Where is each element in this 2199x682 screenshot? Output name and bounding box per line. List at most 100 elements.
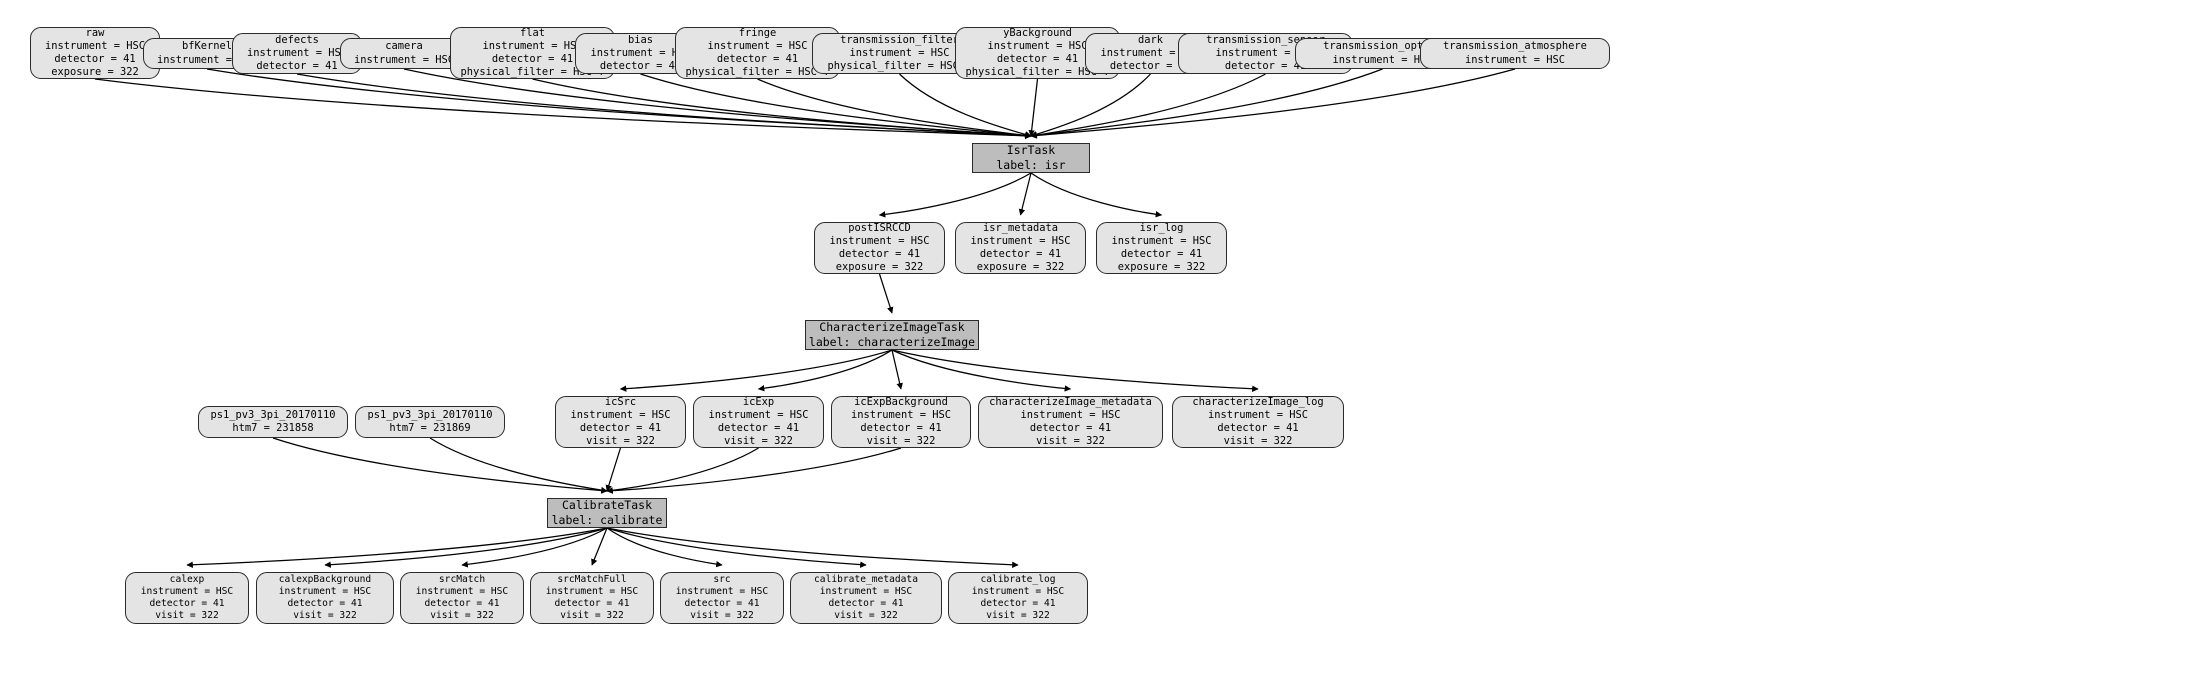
node-dimension: instrument = HSC xyxy=(849,46,950,59)
node-dimension: instrument = HSC xyxy=(246,46,348,59)
node-title: transmission_sensor xyxy=(1206,33,1325,46)
node-title: postISRCCD xyxy=(848,221,911,234)
node-title: defects xyxy=(275,33,319,46)
edge-CalibrateTask-to-src xyxy=(606,527,723,568)
node-dimension: visit = 322 xyxy=(155,610,219,622)
node-dimension: detector = 41 xyxy=(599,60,682,73)
node-dimension: instrument = HSC xyxy=(819,585,913,597)
node-dimension: instrument = HSC xyxy=(1020,408,1121,421)
node-dimension: physical_filter = HSC-Y xyxy=(685,66,830,79)
edge-CalibrateTask-to-srcMatchFull xyxy=(591,527,608,566)
node-title: calibrate_metadata xyxy=(814,573,918,585)
node-dimension: visit = 322 xyxy=(724,435,793,448)
edge-dark-to-IsrTask xyxy=(1030,73,1151,138)
node-title: srcMatchFull xyxy=(557,573,627,585)
edge-CharacterizeImageTask-to-icSrc xyxy=(619,349,893,392)
node-dimension: visit = 322 xyxy=(430,610,494,622)
node-dimension: instrument = HSC xyxy=(1100,46,1201,59)
edge-CalibrateTask-to-calibrate_log xyxy=(606,527,1019,569)
edge-defects-to-IsrTask xyxy=(296,73,1032,139)
edge-flat-to-IsrTask xyxy=(532,78,1032,139)
node-title: transmission_optics xyxy=(1323,40,1442,53)
node-title: dark xyxy=(1137,33,1164,46)
node-dimension: detector = 41 xyxy=(860,422,942,434)
node-dimension: detector = 41 xyxy=(980,598,1056,609)
node-dimension: instrument = HSC xyxy=(850,408,952,421)
node-dimension: instrument = HSC xyxy=(415,585,509,597)
node-dimension: visit = 322 xyxy=(560,610,624,622)
edge-bias-to-IsrTask xyxy=(640,73,1032,139)
edge-CalibrateTask-to-srcMatch xyxy=(461,527,608,568)
node-title: transmission_atmosphere xyxy=(1443,40,1587,53)
edge-icSrc-to-CalibrateTask xyxy=(605,447,622,492)
node-dimension: instrument = HSC xyxy=(353,53,455,66)
node-dimension: visit = 322 xyxy=(293,610,357,622)
node-dimension: instrument = HSC xyxy=(970,234,1071,247)
node-dimension: instrument = HSC xyxy=(675,585,769,597)
node-dimension: exposure = 322 xyxy=(51,66,139,79)
node-title: raw xyxy=(85,26,105,39)
node-dimension: instrument = HSC xyxy=(987,39,1088,52)
node-dimension: visit = 322 xyxy=(586,435,655,448)
node-title: ps1_pv3_3pi_20170110 xyxy=(210,408,336,421)
node-title: bfKernel xyxy=(181,40,233,53)
node-dimension: exposure = 322 xyxy=(1117,261,1206,274)
node-dimension: detector = 41 xyxy=(287,598,363,609)
node-dimension: detector = 41 xyxy=(1224,60,1307,73)
node-dimension: instrument = HSC xyxy=(971,585,1065,597)
node-title: characterizeImage_metadata xyxy=(989,395,1152,408)
node-dimension: visit = 322 xyxy=(690,610,754,622)
node-title: CharacterizeImageTask xyxy=(819,320,965,335)
edge-bfKernel-to-IsrTask xyxy=(206,68,1032,139)
node-dimension: label: characterizeImage xyxy=(808,335,976,349)
node-title: srcMatch xyxy=(438,573,486,585)
node-title: src xyxy=(713,573,731,585)
node-title: isr_metadata xyxy=(982,221,1059,234)
node-dimension: instrument = HSC xyxy=(278,585,372,597)
node-title: bias xyxy=(627,33,654,46)
node-dimension: visit = 322 xyxy=(1223,435,1293,448)
node-dimension: detector = 41 xyxy=(828,598,904,609)
node-dimension: visit = 322 xyxy=(834,610,898,622)
node-dimension: instrument = HSC xyxy=(44,39,146,52)
node-dimension: instrument = HSC xyxy=(708,408,809,421)
node-dimension: physical_filter = HSC-Y xyxy=(827,60,972,73)
node-dimension: detector = 41 xyxy=(996,53,1079,65)
node-dimension: visit = 322 xyxy=(866,435,936,448)
node-dimension: instrument = HSC xyxy=(545,585,639,597)
node-title: calexp xyxy=(169,573,205,585)
node-dimension: detector = 41 xyxy=(716,53,799,65)
edge-CharacterizeImageTask-to-characterizeImage_metadata xyxy=(891,349,1072,392)
node-title: camera xyxy=(385,40,423,53)
edge-ps1_a-to-CalibrateTask xyxy=(272,437,608,494)
node-title: calexpBackground xyxy=(278,573,372,585)
edge-CharacterizeImageTask-to-characterizeImage_log xyxy=(891,349,1259,392)
node-title: characterizeImage_log xyxy=(1192,395,1324,408)
